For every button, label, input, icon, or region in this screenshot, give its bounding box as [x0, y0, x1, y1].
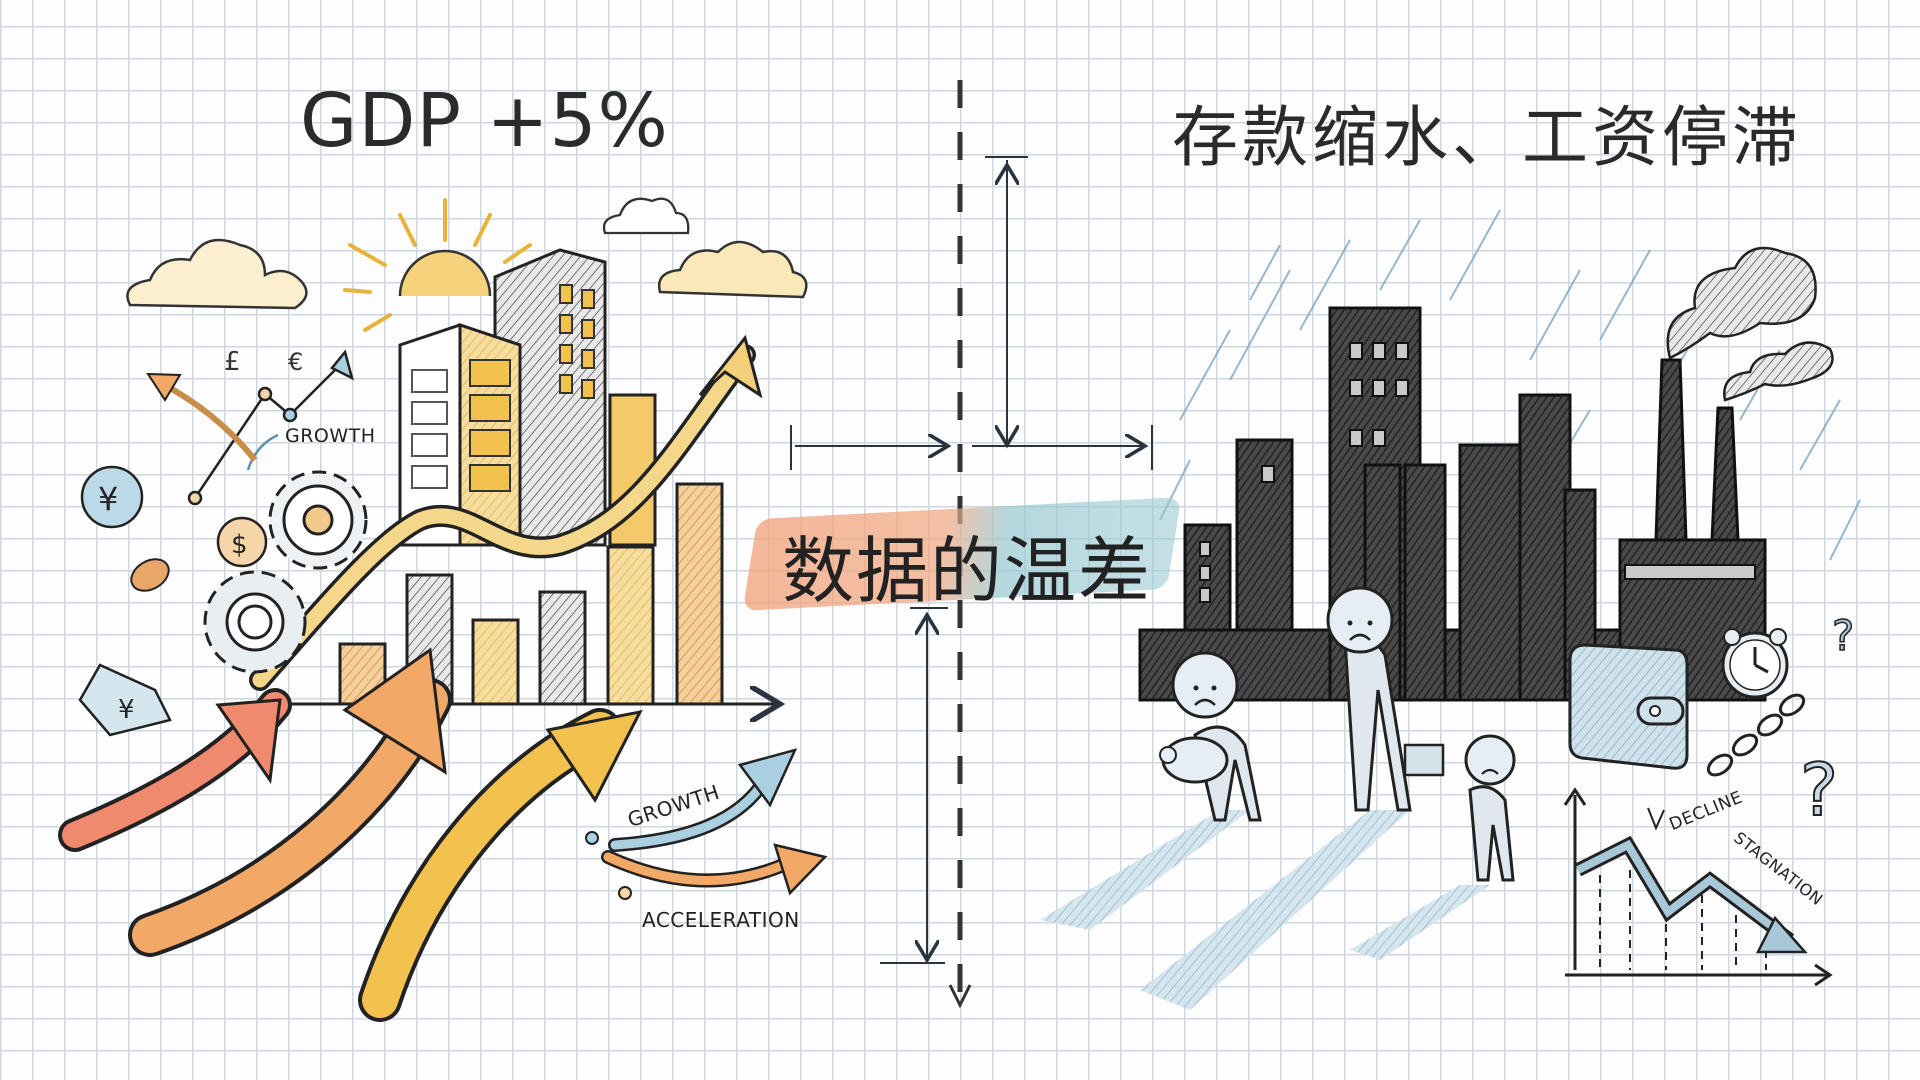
sun-icon — [343, 198, 532, 332]
piggy-bank-icon — [1159, 736, 1229, 784]
blue-growth-arrow-icon — [585, 748, 798, 852]
smoke-icon — [1666, 246, 1834, 402]
decline-chart — [1563, 787, 1833, 987]
right-title: 存款缩水、工资停滞 — [1172, 99, 1802, 176]
center-divider — [948, 80, 972, 1009]
wallet-icon — [1568, 643, 1689, 770]
alarm-clock-icon — [1721, 628, 1789, 699]
yen-coin-icon: ¥ — [80, 465, 144, 529]
acceleration-label: ACCELERATION — [642, 908, 800, 932]
shadow — [1040, 810, 1490, 1010]
svg-text:$: $ — [231, 530, 248, 560]
euro-sign-icon: € — [288, 348, 303, 376]
orange-acceleration-arrow-icon — [601, 843, 828, 900]
cloud-icon — [126, 238, 308, 310]
orange-arrow-icon — [146, 372, 258, 462]
orange-arrow-icon — [128, 647, 452, 957]
cloud-icon — [657, 240, 808, 299]
center-label: 数据的温差 — [742, 497, 1182, 613]
factory-windows — [1199, 342, 1756, 603]
sad-person-icon — [1464, 734, 1516, 882]
center-label-text: 数据的温差 — [782, 529, 1153, 613]
smokestack-icon — [1654, 358, 1740, 542]
growth-label-small: GROWTH — [285, 425, 376, 447]
left-title: GDP +5% — [300, 78, 669, 164]
cloud-icon — [602, 197, 690, 235]
chain-icon — [1706, 693, 1806, 777]
svg-text:¥: ¥ — [118, 695, 135, 725]
sad-person-icon — [1326, 586, 1412, 812]
gear-icon — [268, 470, 368, 570]
coin-icon — [130, 558, 170, 592]
question-mark-icon: ? — [1800, 748, 1838, 832]
svg-text:¥: ¥ — [98, 480, 118, 518]
dollar-coin-icon: $ — [216, 516, 268, 568]
yen-banknote-icon: ¥ — [78, 663, 172, 737]
building-windows — [469, 284, 595, 492]
question-mark-icon: ? — [1832, 611, 1854, 660]
trend-arrow-icon — [249, 334, 763, 691]
dimension-lines — [790, 156, 1153, 964]
coral-arrow-icon — [58, 688, 292, 852]
growth-line-sketch — [187, 349, 354, 506]
gear-icon — [203, 570, 307, 674]
yellow-arrow-icon — [358, 708, 643, 1022]
growth-bar-chart — [290, 482, 780, 704]
briefcase-icon — [1403, 743, 1445, 777]
pound-sign-icon: £ — [224, 347, 241, 377]
